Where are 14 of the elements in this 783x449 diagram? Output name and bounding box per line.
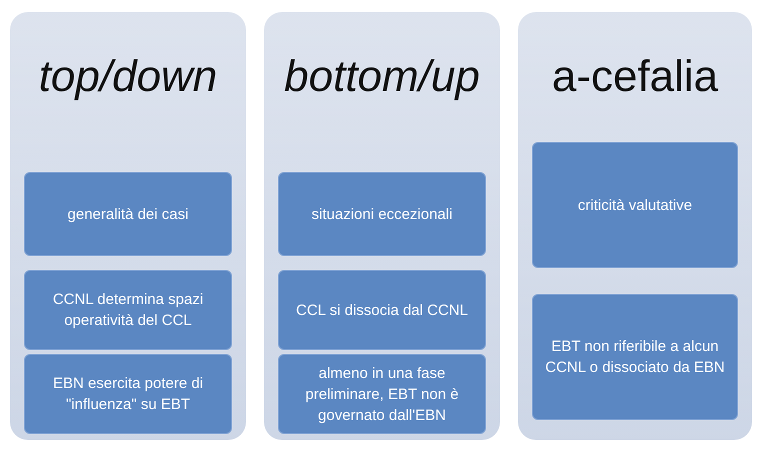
content-box: almeno in una fase preliminare, EBT non è governato dall'EBN xyxy=(278,354,486,434)
column-heading: bottom/up xyxy=(283,52,481,102)
column-panel xyxy=(10,12,246,440)
column-panel xyxy=(518,12,752,440)
content-box: generalità dei casi xyxy=(24,172,232,256)
content-box: criticità valutative xyxy=(532,142,738,268)
content-box: situazioni eccezionali xyxy=(278,172,486,256)
content-box: CCL si dissocia dal CCNL xyxy=(278,270,486,350)
column-heading: a-cefalia xyxy=(550,52,720,102)
content-box: EBT non riferibile a alcun CCNL o dissociato da EBN xyxy=(532,294,738,420)
column-panel xyxy=(264,12,500,440)
content-box: EBN esercita potere di "influenza" su EBT xyxy=(24,354,232,434)
content-box: CCNL determina spazi operatività del CCL xyxy=(24,270,232,350)
column-heading: top/down xyxy=(38,52,218,102)
